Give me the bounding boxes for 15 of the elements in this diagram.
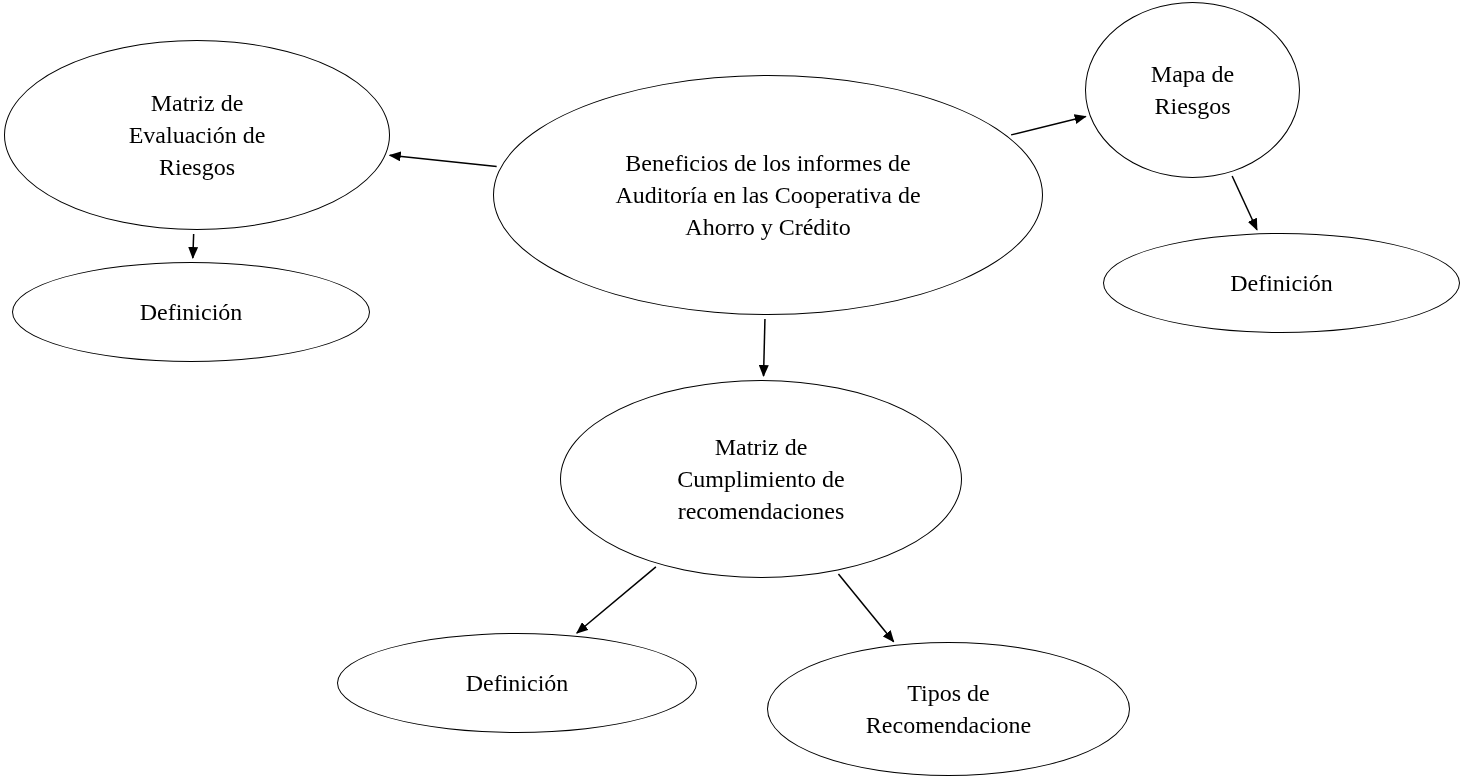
arrow — [576, 566, 657, 634]
arrow — [837, 573, 895, 643]
node-label: Definición — [465, 669, 569, 698]
node-label: Tipos de Recomendacione — [864, 679, 1033, 740]
arrow — [388, 151, 498, 168]
node-label: Definición — [1230, 269, 1333, 298]
arrow — [188, 233, 199, 259]
node-label: Beneficios de los informes de Auditoría en las Cooperativa de Ahorro y Crédito — [614, 149, 922, 242]
arrow — [1231, 175, 1258, 231]
arrow — [758, 318, 769, 377]
node-label: Definición — [139, 298, 243, 327]
node-label: Matriz de Evaluación de Riesgos — [127, 89, 267, 182]
node-label: Mapa de Riesgos — [1149, 60, 1236, 121]
node-label: Matriz de Cumplimiento de recomendaciones — [676, 433, 846, 526]
arrow — [1010, 114, 1087, 136]
